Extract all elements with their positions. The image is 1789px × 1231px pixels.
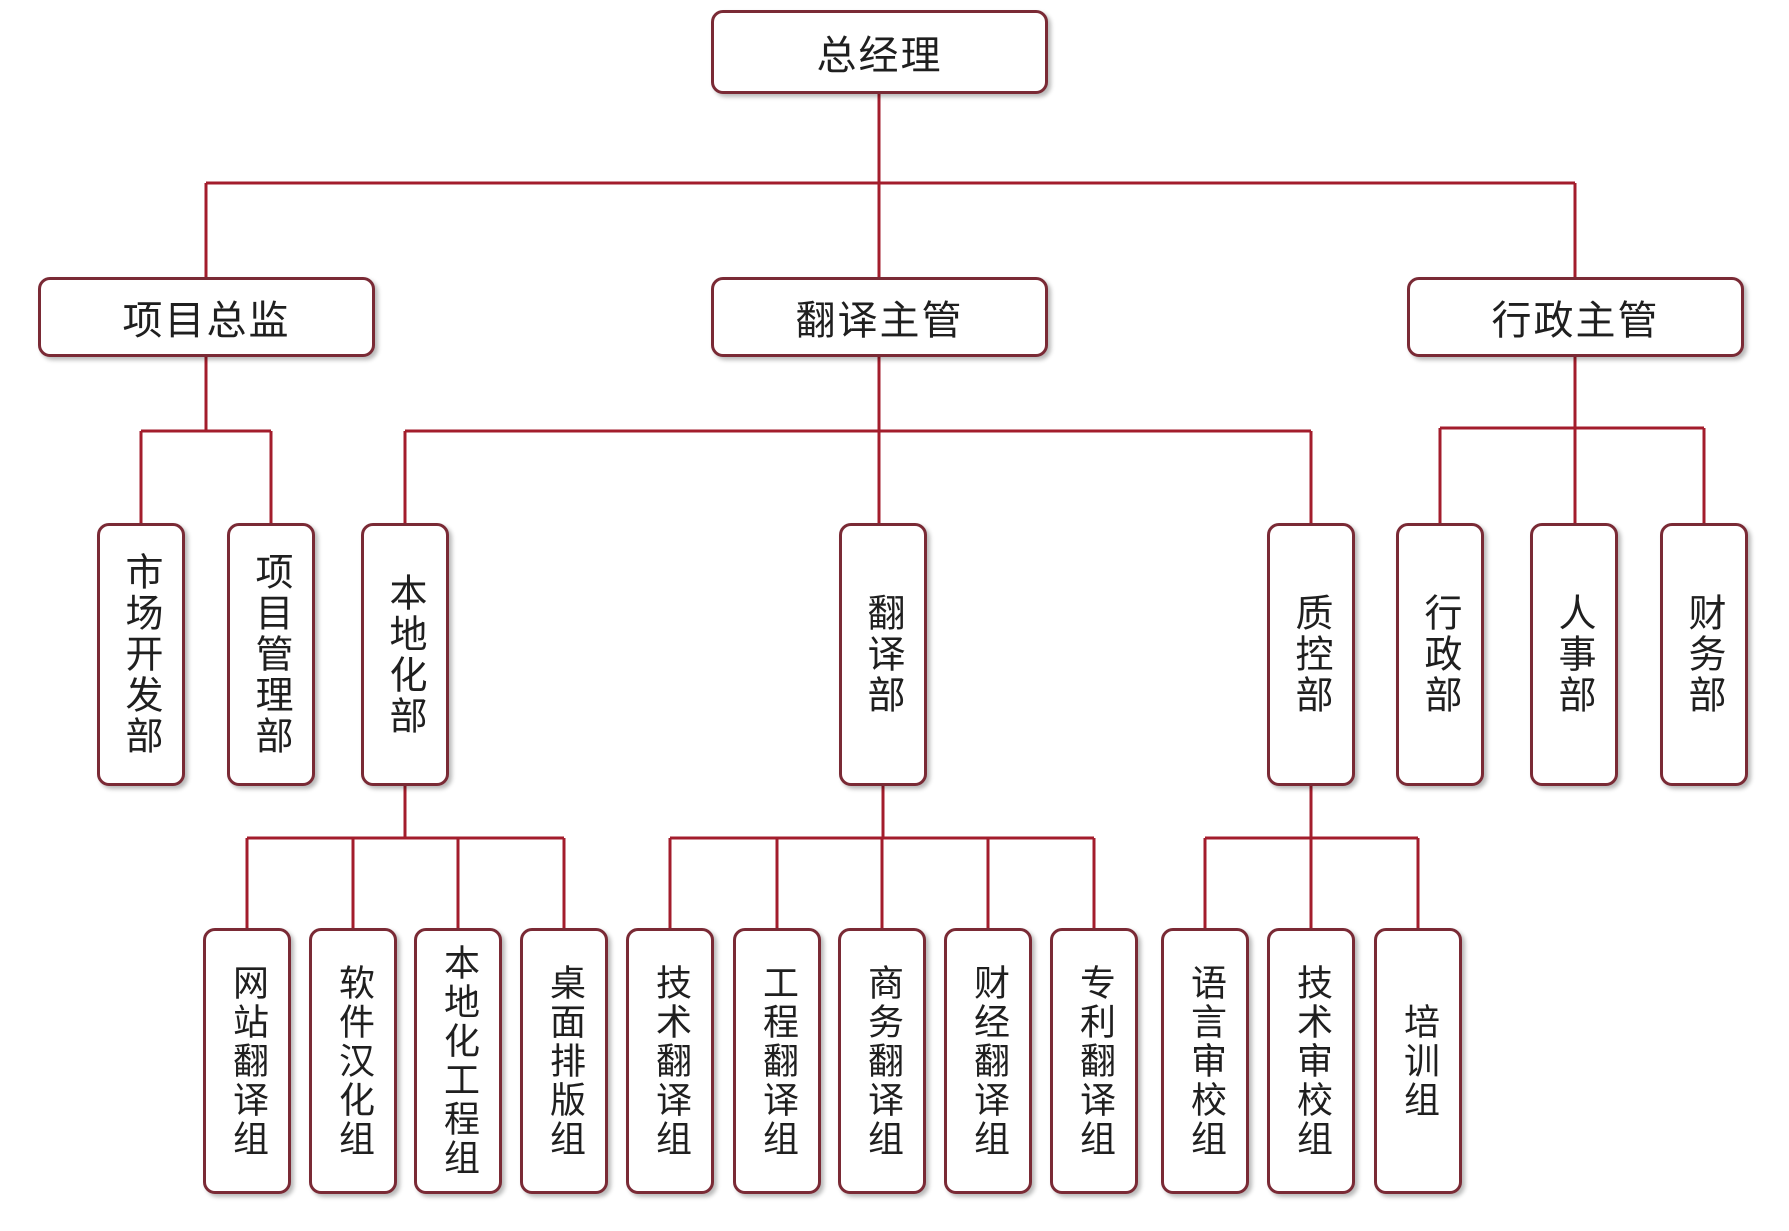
node-localization: 本地化部 bbox=[361, 523, 449, 786]
node-label: 本地化工程组 bbox=[438, 944, 479, 1178]
node-language-review-group: 语言审校组 bbox=[1161, 928, 1249, 1194]
node-label: 本地化部 bbox=[383, 572, 427, 737]
node-label: 行政主管 bbox=[1491, 298, 1660, 344]
node-label: 软件汉化组 bbox=[333, 963, 374, 1159]
node-quality-control: 质控部 bbox=[1267, 523, 1355, 786]
node-software-localization-group: 软件汉化组 bbox=[309, 928, 397, 1194]
node-label: 项目管理部 bbox=[249, 552, 293, 757]
node-website-translation-group: 网站翻译组 bbox=[203, 928, 291, 1194]
node-finance-translation-group: 财经翻译组 bbox=[944, 928, 1032, 1194]
node-label: 行政部 bbox=[1418, 593, 1462, 716]
node-label: 桌面排版组 bbox=[544, 963, 585, 1159]
node-label: 语言审校组 bbox=[1185, 963, 1226, 1159]
node-label: 项目总监 bbox=[122, 298, 291, 344]
node-label: 人事部 bbox=[1552, 593, 1596, 716]
node-desktop-publishing-group: 桌面排版组 bbox=[520, 928, 608, 1194]
node-technical-review-group: 技术审校组 bbox=[1267, 928, 1355, 1194]
node-label: 培训组 bbox=[1398, 1002, 1439, 1120]
node-label: 商务翻译组 bbox=[862, 963, 903, 1159]
node-translation-supervisor: 翻译主管 bbox=[711, 277, 1048, 357]
node-label: 专利翻译组 bbox=[1074, 963, 1115, 1159]
node-label: 翻译部 bbox=[861, 593, 905, 716]
node-localization-engineering-group: 本地化工程组 bbox=[414, 928, 502, 1194]
connector-project-director bbox=[139, 357, 273, 523]
connector-root bbox=[204, 94, 1577, 277]
node-patent-translation-group: 专利翻译组 bbox=[1050, 928, 1138, 1194]
node-translation-dept: 翻译部 bbox=[839, 523, 927, 786]
connector-translation-dept bbox=[668, 786, 1096, 928]
node-label: 财经翻译组 bbox=[968, 963, 1009, 1159]
node-admin-supervisor: 行政主管 bbox=[1407, 277, 1744, 357]
node-finance-dept: 财务部 bbox=[1660, 523, 1748, 786]
node-engineering-translation-group: 工程翻译组 bbox=[733, 928, 821, 1194]
node-label: 技术翻译组 bbox=[650, 963, 691, 1159]
node-business-translation-group: 商务翻译组 bbox=[838, 928, 926, 1194]
node-project-management: 项目管理部 bbox=[227, 523, 315, 786]
node-market-development: 市场开发部 bbox=[97, 523, 185, 786]
node-training-group: 培训组 bbox=[1374, 928, 1462, 1194]
node-technical-translation-group: 技术翻译组 bbox=[626, 928, 714, 1194]
node-label: 质控部 bbox=[1289, 593, 1333, 716]
node-label: 市场开发部 bbox=[119, 552, 163, 757]
connector-translation-supervisor bbox=[403, 357, 1313, 523]
node-label: 总经理 bbox=[816, 33, 943, 79]
connector-admin-supervisor bbox=[1438, 357, 1706, 523]
node-label: 网站翻译组 bbox=[227, 963, 268, 1159]
node-project-director: 项目总监 bbox=[38, 277, 375, 357]
node-label: 财务部 bbox=[1682, 593, 1726, 716]
node-general-manager: 总经理 bbox=[711, 10, 1048, 94]
node-label: 技术审校组 bbox=[1291, 963, 1332, 1159]
connector-qc bbox=[1203, 786, 1420, 928]
node-hr-dept: 人事部 bbox=[1530, 523, 1618, 786]
connector-localization bbox=[245, 786, 566, 928]
node-label: 工程翻译组 bbox=[757, 963, 798, 1159]
node-label: 翻译主管 bbox=[795, 298, 964, 344]
node-admin-dept: 行政部 bbox=[1396, 523, 1484, 786]
